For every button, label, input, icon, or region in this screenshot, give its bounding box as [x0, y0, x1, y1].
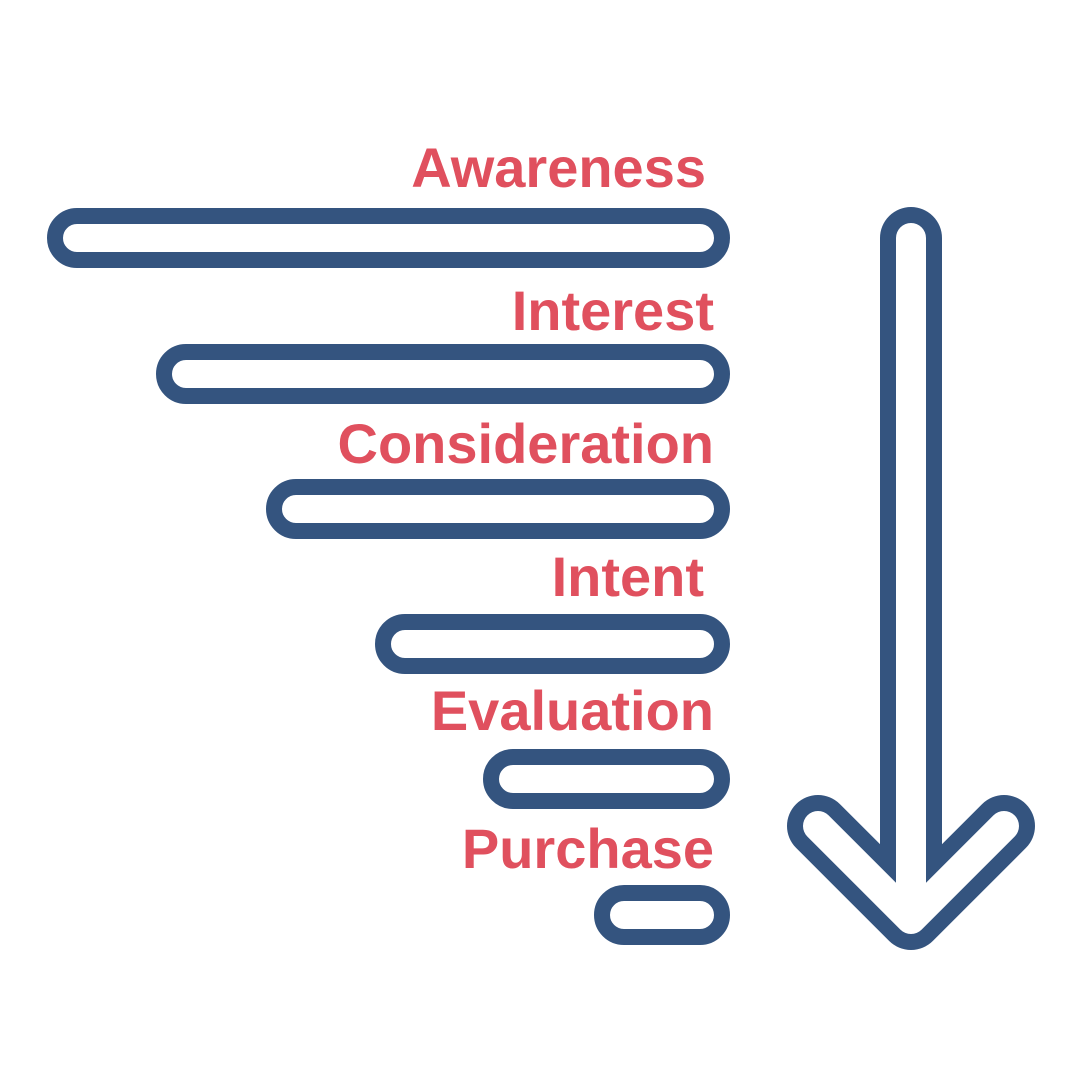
stage-label: Interest [511, 279, 714, 342]
stage-bar [47, 208, 730, 268]
stage-bar [483, 749, 730, 809]
stage-bar [266, 479, 730, 539]
stage-label: Evaluation [430, 679, 714, 742]
stage-label: Intent [551, 545, 704, 608]
stage-bar [156, 344, 730, 404]
stage-label: Awareness [411, 136, 706, 199]
stage-label: Purchase [461, 817, 714, 880]
stage-bar [375, 614, 730, 674]
stage-label: Consideration [337, 412, 714, 475]
